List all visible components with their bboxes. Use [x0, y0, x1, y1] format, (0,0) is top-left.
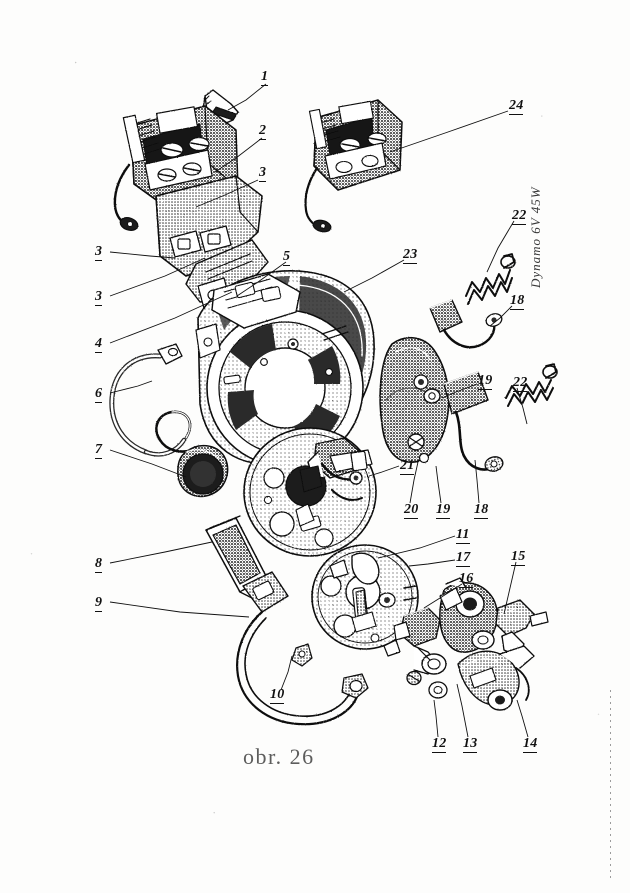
- leader-line-20: [409, 461, 419, 504]
- leader-line-3a: [195, 179, 259, 208]
- callout-number-16: 16: [459, 571, 473, 588]
- callout-number-4: 4: [95, 336, 102, 353]
- part-24-coil-unit: [304, 99, 403, 233]
- leader-line-3b: [109, 251, 176, 259]
- leader-line-1: [227, 83, 267, 111]
- callout-number-23: 23: [403, 247, 417, 264]
- part-23-stator-housing: [195, 270, 375, 467]
- leader-line-8: [109, 541, 213, 564]
- leader-line-19a: [441, 383, 478, 399]
- leader-line-10: [280, 655, 293, 691]
- page-edge-marks: [610, 690, 611, 880]
- part-18-brush-lower: [443, 371, 504, 472]
- part-17-backing-plate: [311, 544, 419, 650]
- leader-line-22b: [516, 387, 528, 425]
- callout-number-7: 7: [95, 442, 102, 459]
- leader-line-7: [109, 449, 187, 478]
- part-6-cable: [109, 343, 187, 457]
- callout-number-1: 1: [261, 69, 268, 86]
- callout-number-18a: 18: [510, 293, 524, 310]
- leader-line-11: [377, 535, 456, 559]
- leader-line-6: [109, 380, 153, 394]
- callout-number-2: 2: [259, 123, 266, 140]
- part-16-cam-body: [439, 577, 498, 653]
- callout-leader-lines: [109, 83, 529, 738]
- leader-line-19b: [435, 465, 442, 504]
- leader-line-15: [503, 561, 517, 615]
- callout-number-17: 17: [456, 550, 470, 567]
- callout-number-6: 6: [95, 386, 102, 403]
- callout-number-15: 15: [511, 549, 525, 566]
- callout-number-20: 20: [404, 502, 418, 519]
- leader-line-12: [433, 699, 439, 738]
- callout-number-21: 21: [400, 458, 414, 475]
- part-18-brush-lead-upper: [429, 299, 503, 349]
- leader-line-18b: [474, 459, 480, 504]
- part-22-spring-lower: [505, 363, 558, 407]
- leader-line-5: [236, 261, 287, 297]
- callout-number-3c: 3: [95, 289, 102, 306]
- callout-number-3a: 3: [259, 165, 266, 182]
- figure-caption: obr. 26: [243, 744, 315, 769]
- leader-line-2: [214, 137, 263, 173]
- part-10-wiring-harness: [236, 610, 369, 726]
- callout-number-9: 9: [95, 595, 102, 612]
- leader-line-24: [389, 110, 509, 153]
- callout-number-19b: 19: [436, 502, 450, 519]
- leader-line-16: [423, 583, 463, 609]
- callout-number-19a: 19: [478, 373, 492, 390]
- part-7-condenser-cap: [155, 410, 229, 498]
- leader-line-22a: [486, 220, 515, 273]
- leader-line-23: [343, 259, 405, 293]
- callout-number-8: 8: [95, 556, 102, 573]
- part-14-spring-clip: [457, 645, 535, 711]
- leader-line-17: [408, 559, 456, 567]
- leader-line-14: [516, 699, 529, 738]
- callout-number-12: 12: [432, 736, 446, 753]
- callout-number-18b: 18: [474, 502, 488, 519]
- callout-number-24: 24: [509, 98, 523, 115]
- handwritten-note: Dynamo 6V 45W: [528, 186, 543, 288]
- leader-line-3c: [109, 257, 206, 297]
- part-12-13-points-arm: [383, 607, 448, 699]
- callout-number-10: 10: [270, 687, 284, 704]
- callout-number-3b: 3: [95, 244, 102, 261]
- callout-number-13: 13: [463, 736, 477, 753]
- leader-line-21: [368, 465, 400, 477]
- part-22-spring-upper: [465, 253, 516, 305]
- leader-line-18a: [489, 305, 513, 327]
- leader-line-4: [109, 291, 233, 344]
- part-21-armature-plate: [243, 427, 377, 557]
- leader-line-9: [109, 601, 250, 618]
- callout-number-22a: 22: [512, 208, 526, 225]
- callout-number-22b: 22: [513, 375, 527, 392]
- callout-number-11: 11: [456, 527, 470, 544]
- callout-number-5: 5: [283, 249, 290, 266]
- part-8-capacitor: [205, 515, 289, 613]
- part-20-breaker-plate: [379, 337, 450, 464]
- leader-line-13: [456, 683, 469, 738]
- callout-number-14: 14: [523, 736, 537, 753]
